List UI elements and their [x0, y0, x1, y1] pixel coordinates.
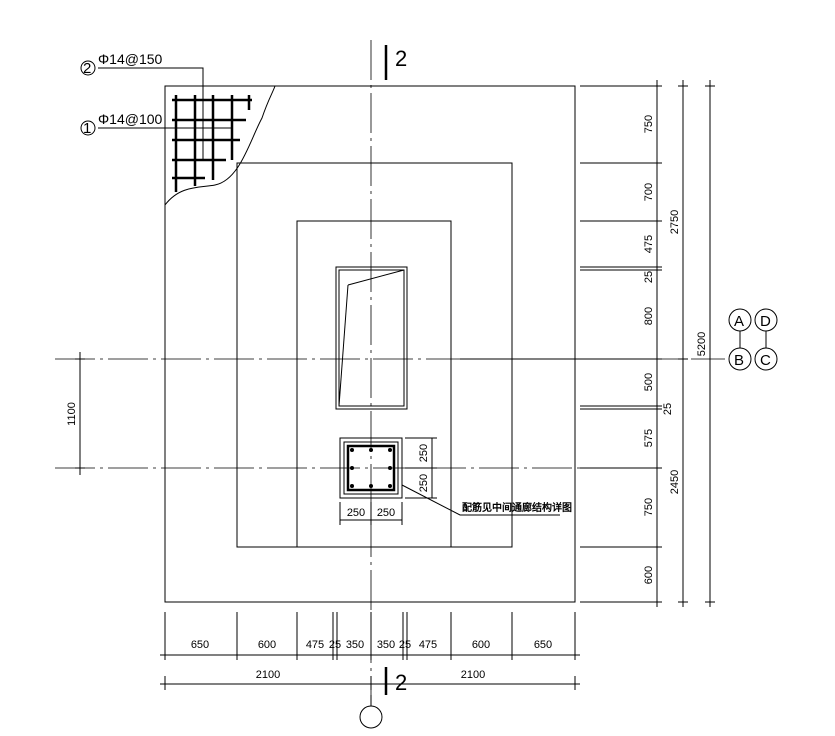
- footing-step-2: [296, 220, 452, 548]
- opening-outer: [335, 266, 408, 410]
- dim-bottom-1: [160, 612, 580, 660]
- dim-column: [339, 437, 437, 525]
- dim-text: 250: [347, 507, 365, 519]
- dim-text: 25: [329, 639, 341, 651]
- dim-text: 2750: [669, 210, 681, 234]
- section-label-bottom: 2: [395, 670, 407, 695]
- dim-text: 750: [643, 115, 655, 133]
- opening-inner: [338, 269, 405, 407]
- dim-bottom-2: [160, 676, 580, 690]
- dim-text: 500: [643, 373, 655, 391]
- dim-text: 475: [306, 639, 324, 651]
- dim-text: 600: [472, 639, 490, 651]
- dim-text: 475: [419, 639, 437, 651]
- dim-text: 700: [643, 183, 655, 201]
- axis-label-C: C: [760, 352, 771, 369]
- dim-text: 600: [643, 566, 655, 584]
- centerlines: [55, 40, 725, 700]
- rebar-spec-2: Φ14@150: [98, 51, 163, 67]
- axis-bubble-bottom: [359, 705, 383, 729]
- dim-text: 250: [418, 444, 430, 462]
- dim-text: 2100: [461, 669, 485, 681]
- dim-text: 25: [643, 271, 655, 283]
- dim-text: 2450: [669, 470, 681, 494]
- dim-text: 1100: [66, 402, 78, 426]
- rebar-mark-2: 2: [83, 60, 91, 77]
- dim-text: 250: [377, 507, 395, 519]
- dim-right-3: [705, 80, 715, 607]
- axis-label-A: A: [734, 313, 744, 330]
- note-text: 配筋见中间通廊结构详图: [462, 501, 572, 514]
- dim-text: 250: [418, 474, 430, 492]
- dim-text: 350: [346, 639, 364, 651]
- dim-text: 350: [377, 639, 395, 651]
- dim-right-1: [460, 80, 662, 607]
- dim-text: 25: [399, 639, 411, 651]
- dim-text: 750: [643, 498, 655, 516]
- dim-text: 5200: [696, 332, 708, 356]
- dim-left: [75, 352, 85, 475]
- dim-text: 800: [643, 307, 655, 325]
- dim-text: 2100: [256, 669, 280, 681]
- dim-text: 650: [534, 639, 552, 651]
- section-label-top: 2: [395, 46, 407, 71]
- axis-label-B: B: [734, 352, 744, 369]
- dim-text: 650: [191, 639, 209, 651]
- opening-skew-line: [347, 269, 405, 286]
- rebar-spec-1: Φ14@100: [98, 111, 163, 127]
- rebar-detail: [164, 85, 276, 206]
- dim-text: 600: [258, 639, 276, 651]
- axis-label-D: D: [760, 313, 771, 330]
- rebar-mark-1: 1: [83, 120, 91, 137]
- dim-text: 575: [643, 429, 655, 447]
- dim-text: 475: [643, 235, 655, 253]
- footing-outline: [164, 85, 576, 603]
- dim-text: 25: [662, 403, 674, 415]
- dim-right-2: [678, 80, 688, 607]
